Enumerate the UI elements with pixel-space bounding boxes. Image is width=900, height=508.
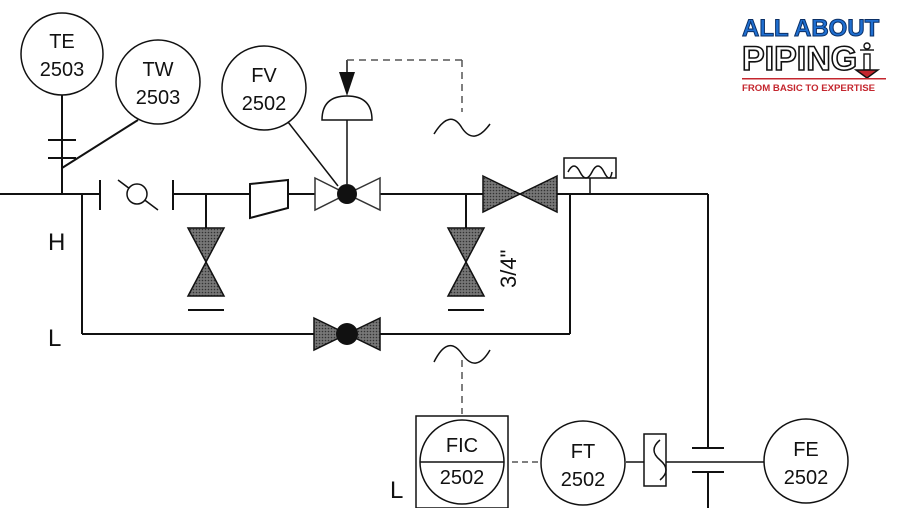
instrument-fic: FIC 2502: [415, 415, 509, 508]
thermowell-branch: [48, 94, 139, 194]
instrument-te: TE 2503: [20, 12, 104, 96]
instrument-fe: FE 2502: [763, 418, 849, 504]
isolation-valve-icon: [482, 174, 558, 214]
drain-valve-right-icon: [446, 194, 486, 311]
pipe-size-label: 3/4": [496, 250, 521, 288]
instrument-fv: FV 2502: [221, 45, 307, 131]
logo-tagline: FROM BASIC TO EXPERTISE: [742, 83, 876, 94]
te-number: 2503: [40, 59, 85, 81]
logo-tagline-bar: [742, 78, 886, 80]
tw-tag: TW: [142, 59, 173, 81]
instrument-tw: TW 2503: [115, 39, 201, 125]
signal-break-bottom: [433, 345, 491, 364]
fic-number: 2502: [440, 467, 485, 489]
fe-tag: FE: [793, 439, 819, 461]
fv-leader-line: [287, 121, 339, 187]
flow-element-icon: [563, 157, 617, 194]
fe-number: 2502: [784, 467, 829, 489]
inline-sight-glass: [117, 179, 159, 211]
label-h: H: [48, 229, 65, 256]
reducer-icon: [249, 178, 289, 220]
logo-line1: ALL ABOUT: [742, 15, 880, 42]
signal-line-fv: [347, 59, 463, 112]
main-process-line: [0, 180, 709, 508]
label-l-header: L: [48, 325, 61, 352]
instrument-ft: FT 2502: [540, 420, 626, 506]
control-valve-icon: [314, 60, 381, 212]
signal-break-top: [433, 118, 491, 137]
ft-tag: FT: [571, 441, 595, 463]
fv-tag: FV: [251, 65, 277, 87]
te-tag: TE: [49, 31, 75, 53]
ft-number: 2502: [561, 469, 606, 491]
transmitter-element-icon: [643, 433, 667, 487]
bypass-valve-icon: [313, 316, 381, 352]
orifice-plate-icon: [692, 447, 724, 473]
logo-valve-icon: [853, 42, 881, 79]
drain-valve-left-icon: [186, 194, 226, 311]
label-l-fic: L: [390, 477, 403, 504]
bypass-line: [81, 194, 571, 335]
fv-number: 2502: [242, 93, 287, 115]
fic-tag: FIC: [446, 435, 478, 457]
logo-line2: PIPING: [742, 40, 857, 78]
brand-logo: ALL ABOUT PIPING FROM BASIC TO EXPERTISE: [741, 15, 886, 94]
tw-number: 2503: [136, 87, 181, 109]
